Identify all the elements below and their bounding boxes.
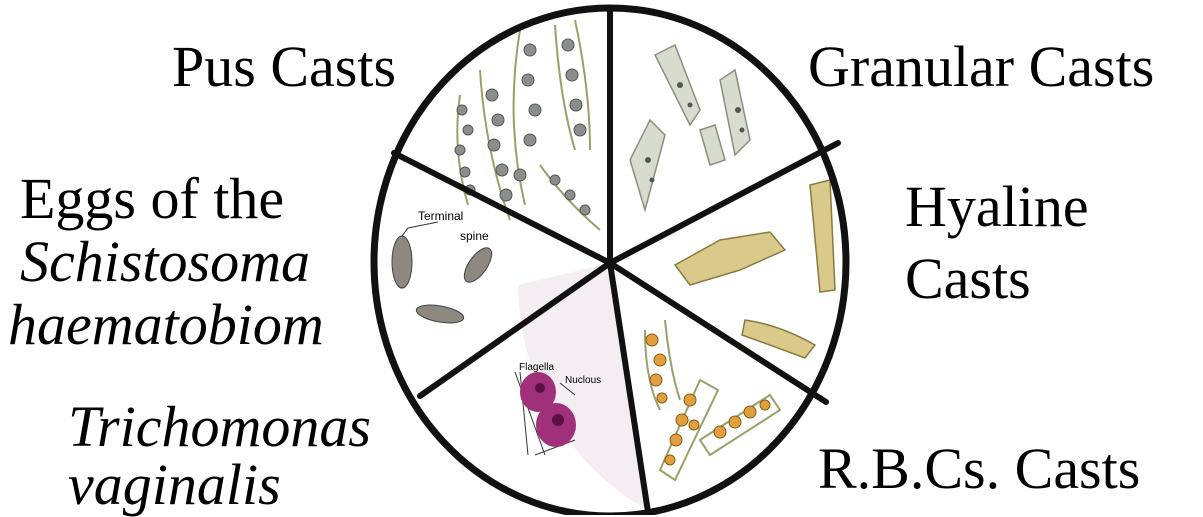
hyaline-casts-label-line2: Casts	[905, 250, 1031, 308]
rbc-casts-label: R.B.Cs. Casts	[818, 440, 1140, 498]
eggs-label-line3: haematobiom	[8, 296, 324, 354]
trichomonas-label-line1: Trichomonas	[68, 398, 371, 456]
egg-3	[415, 302, 465, 326]
terminal-spine-annotation-line1: Terminal	[418, 209, 463, 223]
schistosoma-eggs-illustration: Terminal spine	[392, 209, 497, 326]
hyaline-casts-illustration	[675, 180, 835, 358]
granular-casts-illustration	[630, 45, 750, 210]
egg-2	[459, 243, 497, 286]
eggs-label-line1: Eggs of the	[20, 170, 284, 228]
pus-casts-label: Pus Casts	[172, 38, 396, 96]
trichomonas-label-line2: vaginalis	[68, 456, 281, 514]
egg-1	[392, 236, 412, 288]
eggs-label-line2: Schistosoma	[20, 233, 310, 291]
flagella-annotation: Flagella	[519, 362, 554, 373]
nucleus-annotation: Nuclous	[565, 375, 601, 386]
hyaline-casts-label-line1: Hyaline	[905, 178, 1089, 236]
terminal-spine-annotation-line2: spine	[460, 229, 489, 243]
granular-casts-label: Granular Casts	[808, 38, 1154, 96]
